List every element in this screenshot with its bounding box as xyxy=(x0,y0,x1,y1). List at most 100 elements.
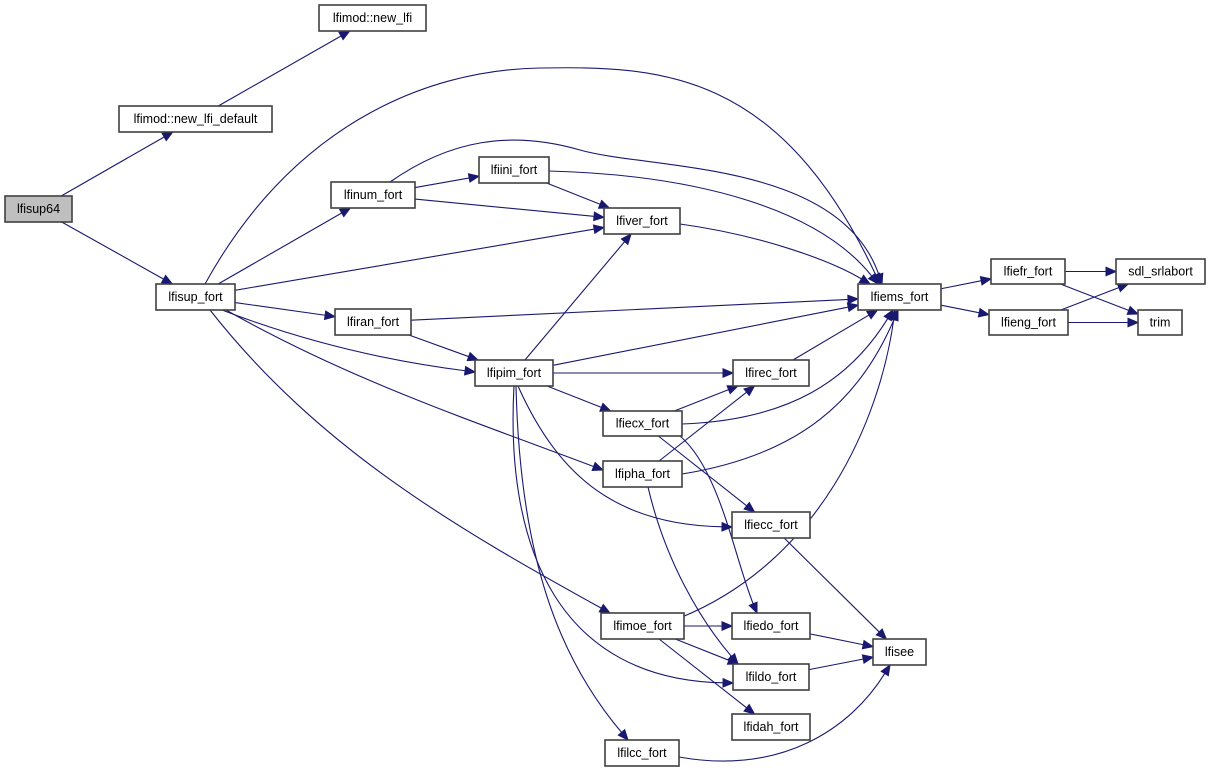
root-node-lfisup64[interactable]: lfisup64 xyxy=(4,195,73,223)
edge-line xyxy=(225,309,595,468)
edge-line xyxy=(674,388,730,412)
node-box[interactable] xyxy=(731,713,811,741)
node-box[interactable] xyxy=(118,105,273,133)
arrowhead-icon xyxy=(979,276,993,286)
node-sdl_srlabort[interactable]: sdl_srlabort xyxy=(1115,258,1206,285)
edge-line xyxy=(410,298,850,321)
edge-line xyxy=(679,223,863,280)
node-box[interactable] xyxy=(732,359,810,387)
edge-line xyxy=(657,435,748,507)
edge-line xyxy=(792,314,871,361)
arrowhead-icon xyxy=(1105,266,1118,277)
edge-lfilcc_fort-to-lfisee xyxy=(678,663,891,762)
edge-lfimoe_fort-to-lfiems_fort xyxy=(681,308,899,618)
node-lfidah_fort[interactable]: lfidah_fort xyxy=(731,713,811,741)
arrowhead-icon xyxy=(865,309,879,320)
edge-lfimoe_fort-to-lfiedo_fort xyxy=(684,621,734,631)
node-box[interactable] xyxy=(1115,258,1206,285)
node-label: lfipha_fort xyxy=(615,467,670,481)
node-lfiver_fort[interactable]: lfiver_fort xyxy=(603,207,681,235)
edge-line xyxy=(681,318,896,475)
node-new_lfi[interactable]: lfimod::new_lfi xyxy=(318,4,427,32)
edge-line xyxy=(209,309,603,610)
node-lfiran_fort[interactable]: lfiran_fort xyxy=(334,308,412,336)
node-box[interactable] xyxy=(474,359,554,387)
node-box[interactable] xyxy=(731,612,811,640)
edge-line xyxy=(552,306,850,366)
edge-line xyxy=(809,633,865,646)
edge-lfisup64-to-lfisup_fort xyxy=(61,221,174,285)
edge-line xyxy=(408,334,470,358)
node-box[interactable] xyxy=(872,638,927,666)
node-box[interactable] xyxy=(988,309,1069,336)
edge-lfinum_fort-to-lfiems_fort xyxy=(389,139,884,286)
edge-line xyxy=(524,240,626,361)
arrowhead-icon xyxy=(593,211,606,222)
edge-line xyxy=(679,435,755,605)
edge-lfinum_fort-to-lfiini_fort xyxy=(414,173,481,189)
node-box[interactable] xyxy=(1137,309,1183,336)
node-box[interactable] xyxy=(602,460,683,488)
node-label: lfildo_fort xyxy=(746,670,797,684)
node-box[interactable] xyxy=(731,511,811,539)
node-lfiefr_fort[interactable]: lfiefr_fort xyxy=(990,258,1066,285)
edge-line xyxy=(658,391,748,462)
edge-lfisup_fort-to-lfipha_fort xyxy=(225,309,605,471)
node-lfieng_fort[interactable]: lfieng_fort xyxy=(988,309,1069,336)
node-box[interactable] xyxy=(732,663,810,691)
edge-lfisup64-to-new_lfi_default xyxy=(60,131,174,197)
arrowhead-icon xyxy=(466,351,480,362)
node-lfiini_fort[interactable]: lfiini_fort xyxy=(478,156,550,184)
edge-lfipim_fort-to-lfiver_fort xyxy=(524,233,632,361)
arrowhead-icon xyxy=(875,628,888,640)
node-new_lfi_default[interactable]: lfimod::new_lfi_default xyxy=(118,105,273,133)
node-lfiedo_fort[interactable]: lfiedo_fort xyxy=(731,612,811,640)
edge-lfipim_fort-to-lfiecx_fort xyxy=(546,385,612,412)
edge-line xyxy=(681,317,889,425)
edge-line xyxy=(204,67,877,285)
node-box[interactable] xyxy=(604,739,680,767)
edge-lfipha_fort-to-lfiems_fort xyxy=(681,308,899,475)
arrowhead-icon xyxy=(597,199,611,209)
edge-line xyxy=(61,221,165,281)
node-lfisup_fort[interactable]: lfisup_fort xyxy=(155,283,236,311)
arrowhead-icon xyxy=(858,274,872,285)
node-box[interactable] xyxy=(334,308,412,336)
edge-lfiran_fort-to-lfipim_fort xyxy=(408,334,480,362)
node-lfilcc_fort[interactable]: lfilcc_fort xyxy=(604,739,680,767)
node-lfiems_fort[interactable]: lfiems_fort xyxy=(857,283,942,311)
node-box[interactable] xyxy=(478,156,550,184)
node-lfiecx_fort[interactable]: lfiecx_fort xyxy=(602,410,683,437)
edge-lfimoe_fort-to-lfildo_fort xyxy=(675,638,740,665)
node-box[interactable] xyxy=(990,258,1066,285)
node-lfinum_fort[interactable]: lfinum_fort xyxy=(330,181,416,209)
node-box[interactable] xyxy=(318,4,427,32)
arrowhead-icon xyxy=(743,385,756,397)
node-box[interactable] xyxy=(603,207,681,235)
node-lfirec_fort[interactable]: lfirec_fort xyxy=(732,359,810,387)
node-box[interactable] xyxy=(600,612,685,640)
node-box[interactable] xyxy=(4,195,73,223)
node-box[interactable] xyxy=(602,410,683,437)
node-lfipha_fort[interactable]: lfipha_fort xyxy=(602,460,683,488)
node-trim[interactable]: trim xyxy=(1137,309,1183,336)
edge-line xyxy=(234,228,596,291)
edge-line xyxy=(1060,286,1120,311)
node-box[interactable] xyxy=(330,181,416,209)
arrowhead-icon xyxy=(748,601,758,615)
node-lfipim_fort[interactable]: lfipim_fort xyxy=(474,359,554,387)
node-lfiecc_fort[interactable]: lfiecc_fort xyxy=(731,511,811,539)
node-lfildo_fort[interactable]: lfildo_fort xyxy=(732,663,810,691)
node-label: lfisee xyxy=(885,645,914,659)
edge-line xyxy=(414,198,596,218)
arrowhead-icon xyxy=(620,233,632,246)
node-lfisee[interactable]: lfisee xyxy=(872,638,927,666)
arrowhead-icon xyxy=(743,703,756,715)
edge-line xyxy=(60,135,166,197)
node-box[interactable] xyxy=(857,283,942,311)
edge-lfipim_fort-to-lfilcc_fort xyxy=(515,385,629,741)
arrowhead-icon xyxy=(161,131,174,142)
arrowhead-icon xyxy=(599,402,612,412)
node-lfimoe_fort[interactable]: lfimoe_fort xyxy=(600,612,685,640)
node-box[interactable] xyxy=(155,283,236,311)
